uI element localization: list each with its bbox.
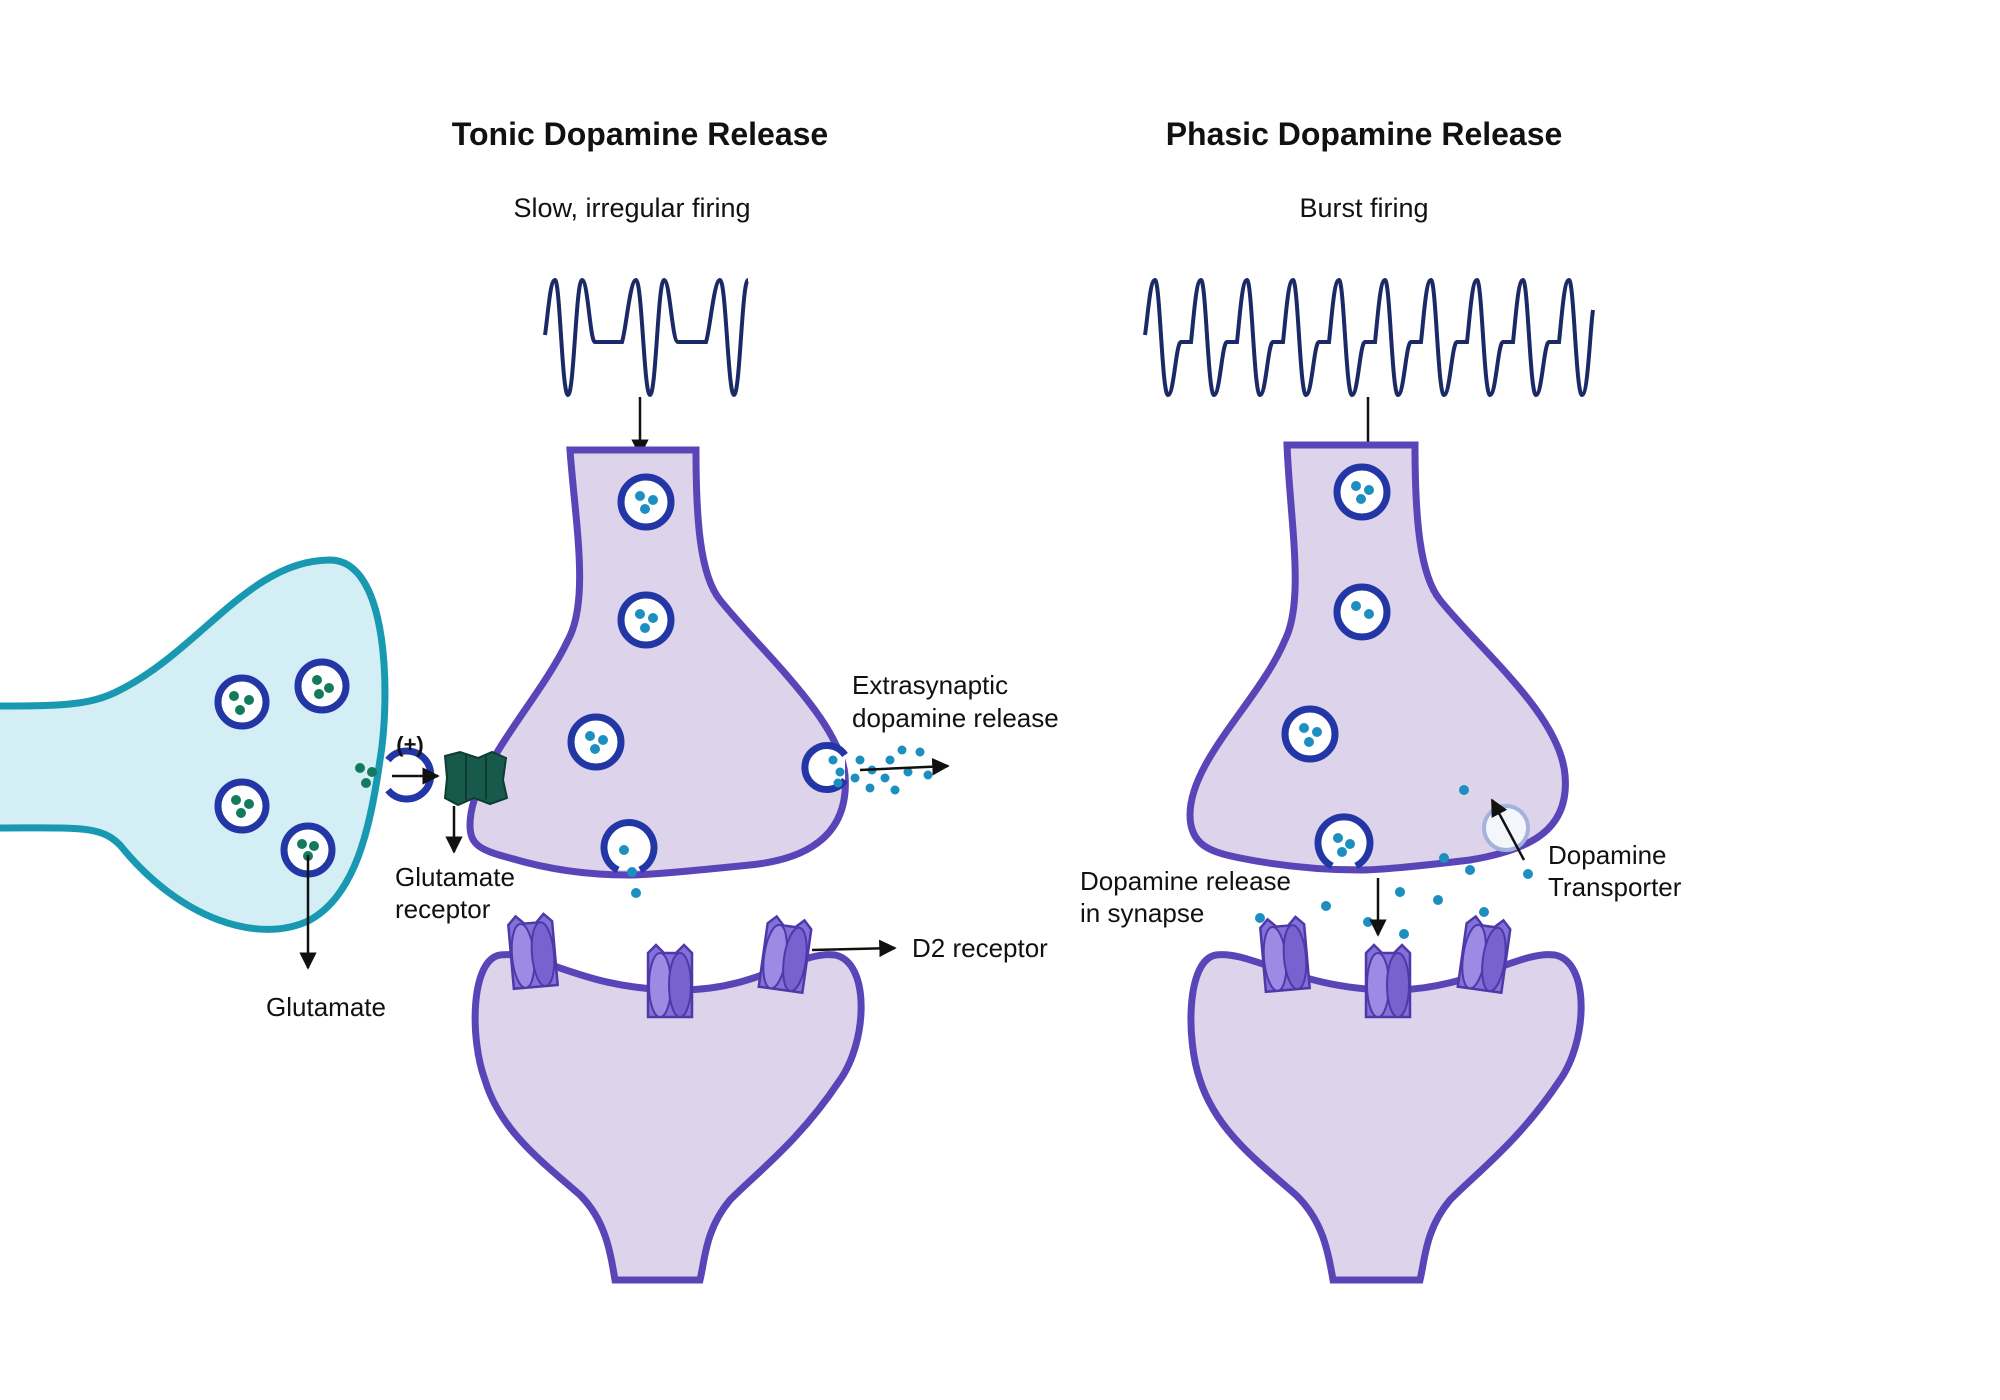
glutamate-vesicles xyxy=(214,658,435,878)
dopamine-vesicle-icon xyxy=(617,473,675,531)
d2-receptor-icon xyxy=(1364,943,1412,1019)
glutamate-vesicle-icon xyxy=(280,822,336,878)
glutamate-vesicle-icon xyxy=(214,778,270,834)
phasic-spike-train-icon xyxy=(1143,277,1595,398)
glutamate-receptor-icon xyxy=(443,750,509,807)
dopamine-fusing-vesicle-icon xyxy=(1314,813,1374,870)
glutamate-vesicle-icon xyxy=(214,674,270,730)
extrasynaptic-label-line2: dopamine release xyxy=(852,703,1059,733)
tonic-spike-train-icon xyxy=(543,277,750,398)
glutamate-receptor-label-line2: receptor xyxy=(395,894,491,924)
d2-receptor-arrow xyxy=(811,939,897,958)
d2-receptor-label: D2 receptor xyxy=(912,933,1048,963)
synaptic-dopamine-dots xyxy=(1255,785,1533,939)
tonic-dopamine-terminal-icon xyxy=(466,446,849,879)
phasic-dopamine-terminal-icon xyxy=(1186,441,1569,874)
glutamate-label: Glutamate xyxy=(266,992,386,1022)
phasic-postsynaptic-neuron-icon xyxy=(1187,951,1585,1284)
d2-receptor-icon xyxy=(1258,914,1311,994)
tonic-dopamine-vesicles xyxy=(567,473,848,898)
dopamine-transporter-label-line1: Dopamine xyxy=(1548,840,1667,870)
dopamine-transporter-arrow xyxy=(1490,798,1526,861)
extrasynaptic-label-line1: Extrasynaptic xyxy=(852,670,1008,700)
d2-receptor-icon xyxy=(757,914,814,995)
dopamine-vesicle-icon xyxy=(1333,583,1391,641)
extrasynaptic-arrow xyxy=(859,757,950,776)
synaptic-release-label-line1: Dopamine release xyxy=(1080,866,1291,896)
glutamate-neuron-terminal-icon xyxy=(0,556,389,933)
phasic-title: Phasic Dopamine Release xyxy=(1166,116,1563,152)
dopamine-vesicle-icon xyxy=(567,713,625,771)
synaptic-release-label-line2: in synapse xyxy=(1080,898,1204,928)
dopamine-fusing-vesicle-icon xyxy=(600,819,658,898)
tonic-postsynaptic-neuron-icon xyxy=(471,951,865,1284)
d2-receptor-icon xyxy=(646,943,694,1019)
d2-receptor-icon xyxy=(1456,914,1513,995)
tonic-title: Tonic Dopamine Release xyxy=(452,116,828,152)
tonic-subtitle: Slow, irregular firing xyxy=(513,193,750,223)
extrasynaptic-fusing-vesicle-icon xyxy=(801,742,848,793)
dopamine-vesicle-icon xyxy=(1281,705,1339,763)
dopamine-transporter-label-line2: Transporter xyxy=(1548,872,1682,902)
glutamate-receptor-label-line1: Glutamate xyxy=(395,862,515,892)
phasic-dopamine-vesicles xyxy=(1281,463,1391,870)
phasic-subtitle: Burst firing xyxy=(1299,193,1428,223)
glutamate-vesicle-icon xyxy=(294,658,350,714)
extrasynaptic-dopamine-dots xyxy=(850,745,933,795)
d2-receptor-icon xyxy=(506,911,559,991)
dopamine-vesicle-icon xyxy=(1333,463,1391,521)
excitatory-plus-label: (+) xyxy=(396,732,424,757)
dopamine-vesicle-icon xyxy=(617,591,675,649)
